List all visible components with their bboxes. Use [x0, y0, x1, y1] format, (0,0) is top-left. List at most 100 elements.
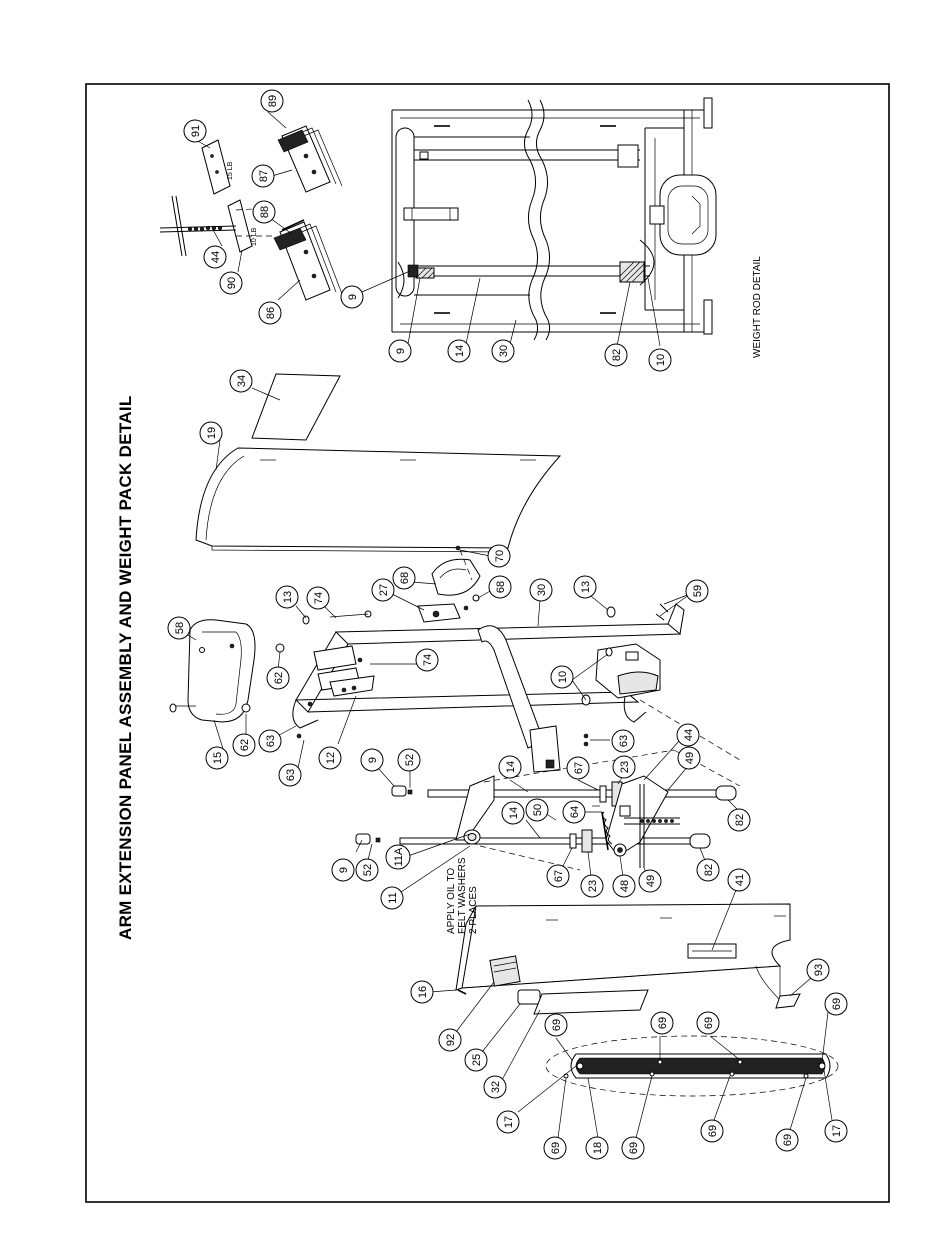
svg-text:89: 89	[267, 95, 279, 107]
callout-34: 34	[229, 369, 253, 393]
callout-69-b: 69	[650, 1011, 674, 1035]
callout-23-top: 23	[612, 755, 636, 779]
svg-text:67: 67	[553, 870, 565, 882]
arm-frame-assembly	[292, 545, 685, 773]
callout-74-mid: 74	[415, 648, 439, 672]
callout-86: 86	[258, 301, 282, 325]
callout-23-bottom: 23	[580, 874, 604, 898]
callout-87: 87	[251, 164, 275, 188]
callout-82-bottom: 82	[696, 858, 720, 882]
svg-text:48: 48	[619, 880, 631, 892]
callout-14-rod-top: 14	[498, 755, 522, 779]
belt-guide-18	[545, 1035, 839, 1097]
callout-19: 19	[199, 421, 223, 445]
weight-rod-detail: WEIGHT ROD DETAIL	[391, 97, 763, 358]
svg-text:74: 74	[313, 592, 325, 604]
svg-text:25: 25	[471, 1054, 483, 1066]
svg-text:62: 62	[239, 739, 251, 751]
callout-10-frame: 10	[550, 665, 574, 689]
callout-30-frame: 30	[529, 578, 553, 602]
callout-17-right: 17	[824, 1119, 848, 1143]
callout-69-f: 69	[621, 1136, 645, 1160]
callout-25: 25	[464, 1048, 488, 1072]
svg-text:9: 9	[367, 757, 379, 763]
callout-11A: 11A	[385, 844, 411, 870]
svg-text:18: 18	[592, 1142, 604, 1154]
svg-text:69: 69	[703, 1017, 715, 1029]
callout-27: 27	[371, 578, 395, 602]
svg-text:69: 69	[551, 1019, 563, 1031]
svg-text:86: 86	[265, 307, 277, 319]
svg-text:44: 44	[210, 251, 222, 263]
svg-text:90: 90	[226, 277, 238, 289]
svg-text:14: 14	[508, 807, 520, 819]
callout-9-detail-a: 9	[340, 285, 364, 309]
callout-69-h: 69	[775, 1128, 799, 1152]
callout-49-bottom: 49	[638, 869, 662, 893]
callout-15: 15	[205, 746, 229, 770]
callout-44-stack: 44	[676, 723, 700, 747]
callout-69-g: 69	[700, 1119, 724, 1143]
svg-text:11A: 11A	[393, 847, 405, 866]
svg-text:34: 34	[236, 375, 248, 387]
svg-text:11: 11	[387, 892, 399, 903]
callout-69-c: 69	[696, 1011, 720, 1035]
svg-text:67: 67	[573, 762, 585, 774]
svg-text:15 LB: 15 LB	[227, 161, 234, 180]
callout-14-detail: 14	[447, 339, 471, 363]
svg-text:14: 14	[505, 761, 517, 773]
svg-text:13: 13	[580, 581, 592, 593]
svg-text:58: 58	[174, 622, 186, 634]
diagram-title: ARM EXTENSION PANEL ASSEMBLY AND WEIGHT …	[116, 395, 135, 940]
callout-13-top: 13	[275, 585, 299, 609]
svg-text:17: 17	[831, 1125, 843, 1137]
svg-text:50: 50	[532, 804, 544, 816]
callout-82-top: 82	[727, 808, 751, 832]
svg-text:9: 9	[347, 294, 359, 300]
callout-69-a: 69	[544, 1013, 568, 1037]
svg-text:23: 23	[587, 880, 599, 892]
callout-74-top: 74	[306, 586, 330, 610]
svg-text:64: 64	[569, 806, 581, 818]
selector-holes	[187, 225, 223, 232]
svg-text:69: 69	[707, 1125, 719, 1137]
svg-text:68: 68	[399, 572, 411, 584]
svg-text:14: 14	[454, 345, 466, 357]
svg-text:82: 82	[734, 814, 746, 826]
callout-90: 90	[219, 271, 243, 295]
callout-69-d: 69	[824, 992, 848, 1016]
callout-12: 12	[318, 746, 342, 770]
stack-holes	[640, 819, 674, 823]
svg-text:59: 59	[692, 585, 704, 597]
callout-59: 59	[685, 579, 709, 603]
callout-82-detail: 82	[604, 343, 628, 367]
callout-89: 89	[260, 89, 284, 113]
svg-text:27: 27	[378, 584, 390, 596]
svg-text:9: 9	[338, 867, 350, 873]
callout-67-bottom: 67	[546, 864, 570, 888]
svg-text:70: 70	[494, 550, 506, 562]
svg-text:30: 30	[498, 345, 510, 357]
svg-text:62: 62	[273, 672, 285, 684]
callout-68-bottom: 68	[488, 575, 512, 599]
svg-text:23: 23	[619, 761, 631, 773]
callout-44-upper: 44	[203, 245, 227, 269]
svg-text:63: 63	[265, 735, 277, 747]
callout-63-right: 63	[611, 729, 635, 753]
svg-text:49: 49	[645, 875, 657, 887]
callout-62-upper: 62	[266, 666, 290, 690]
svg-text:10: 10	[655, 354, 667, 366]
page-border	[85, 83, 890, 1203]
callout-32: 32	[483, 1075, 507, 1099]
callout-41: 41	[727, 868, 751, 892]
callout-88: 88	[252, 200, 276, 224]
callout-9-rod-bottom: 9	[331, 858, 355, 882]
callout-68-top: 68	[392, 566, 416, 590]
callout-92: 92	[438, 1028, 462, 1052]
callout-93: 93	[806, 958, 830, 982]
callout-69-e: 69	[543, 1136, 567, 1160]
svg-text:52: 52	[362, 864, 374, 876]
callout-63-left: 63	[258, 729, 282, 753]
svg-text:49: 49	[684, 752, 696, 764]
